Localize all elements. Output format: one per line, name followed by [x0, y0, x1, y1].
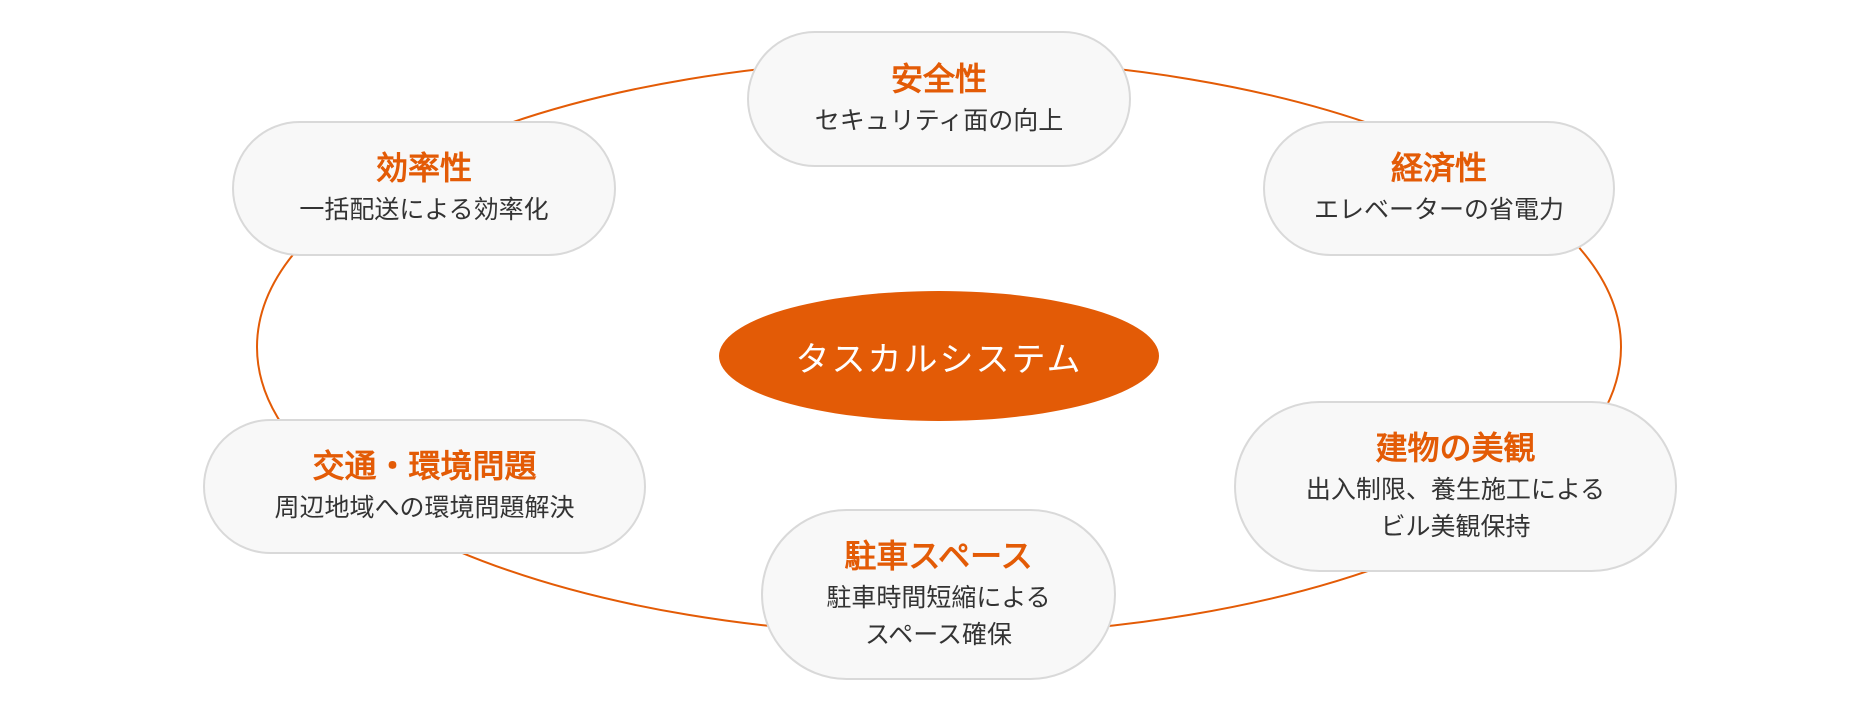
center-system-ellipse: タスカルシステム	[719, 291, 1159, 421]
node-safety: 安全性 セキュリティ面の向上	[747, 31, 1131, 167]
node-description: 一括配送による効率化	[299, 195, 549, 225]
node-title: 経済性	[1390, 149, 1487, 188]
node-description: エレベーターの省電力	[1313, 195, 1564, 225]
node-title: 駐車スペース	[844, 537, 1033, 576]
node-parking-space: 駐車スペース 駐車時間短縮による スペース確保	[761, 509, 1116, 680]
node-description: 出入制限、養生施工による ビル美観保持	[1305, 475, 1606, 541]
node-efficiency: 効率性 一括配送による効率化	[232, 121, 616, 256]
node-economy: 経済性 エレベーターの省電力	[1263, 121, 1615, 256]
node-traffic-environment: 交通・環境問題 周辺地域への環境問題解決	[203, 419, 646, 554]
node-description: 駐車時間短縮による スペース確保	[826, 583, 1051, 649]
node-title: 交通・環境問題	[312, 447, 537, 486]
node-description: 周辺地域への環境問題解決	[274, 493, 575, 523]
node-building-beauty: 建物の美観 出入制限、養生施工による ビル美観保持	[1234, 401, 1677, 572]
node-description: セキュリティ面の向上	[814, 105, 1064, 135]
center-label: タスカルシステム	[795, 339, 1083, 380]
node-title: 建物の美観	[1375, 429, 1536, 468]
node-title: 安全性	[890, 59, 987, 98]
node-title: 効率性	[375, 149, 472, 188]
